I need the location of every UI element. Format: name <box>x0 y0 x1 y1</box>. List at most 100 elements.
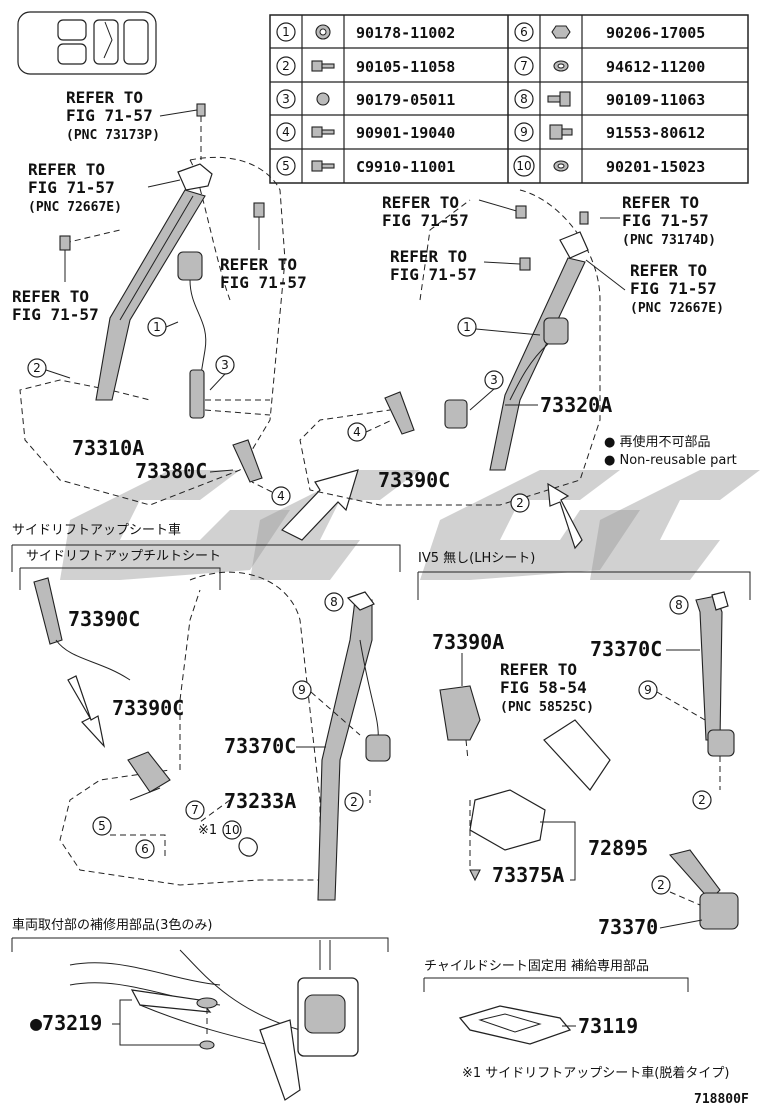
section-title-side-lift-tilt-seat: サイドリフトアップチルトシート <box>26 549 221 564</box>
svg-text:7: 7 <box>191 803 199 817</box>
svg-text:REFER TO: REFER TO <box>66 88 143 107</box>
svg-text:REFER TO: REFER TO <box>390 247 467 266</box>
svg-text:FIG 71-57: FIG 71-57 <box>390 265 477 284</box>
vehicle-seat-layout-icon <box>17 11 157 75</box>
table-index: 4 <box>282 125 290 139</box>
part-label-72895: 72895 <box>588 836 648 860</box>
callout-8: 8 <box>324 592 344 612</box>
callout-5: 5 <box>92 816 112 836</box>
svg-text:FIG 71-57: FIG 71-57 <box>28 178 115 197</box>
part-label-73380c: 73380C <box>135 459 207 483</box>
part-label-73375a: 73375A <box>492 863 564 887</box>
callout-2: 2 <box>344 792 364 812</box>
side-lift-seat-belt <box>33 571 391 901</box>
svg-text:FIG 58-54: FIG 58-54 <box>500 678 587 697</box>
table-index: 6 <box>520 25 528 39</box>
svg-text:FIG 71-57: FIG 71-57 <box>220 273 307 292</box>
svg-text:8: 8 <box>330 595 338 609</box>
svg-text:3: 3 <box>221 358 229 372</box>
part-number: 90201-15023 <box>606 158 705 176</box>
svg-text:2: 2 <box>657 878 665 892</box>
callout-2: 2 <box>692 790 712 810</box>
refer-label-fig-71-57: REFER TO FIG 71-57 <box>12 287 99 324</box>
svg-text:(PNC 73174D): (PNC 73174D) <box>622 233 716 248</box>
refer-label-fig-71-57: REFER TO FIG 71-57 <box>382 193 469 230</box>
watermark-logo <box>60 470 760 580</box>
svg-text:REFER TO: REFER TO <box>12 287 89 306</box>
svg-text:REFER TO: REFER TO <box>28 160 105 179</box>
section-title-repair-parts: 車両取付部の補修用部品(3色のみ) <box>12 917 212 933</box>
svg-text:9: 9 <box>298 683 306 697</box>
refer-label-fig-71-57: REFER TO FIG 71-57 <box>220 255 307 292</box>
lh-seat-belt <box>439 591 739 930</box>
callout-2: 2 <box>510 493 530 513</box>
svg-text:REFER TO: REFER TO <box>622 193 699 212</box>
front-seat-belt-assembly-right <box>299 189 626 506</box>
svg-text:2: 2 <box>516 496 524 510</box>
callout-1: 1 <box>147 317 179 337</box>
refer-label-fig-58-54: REFER TO FIG 58-54 (PNC 58525C) <box>500 660 594 715</box>
refer-label-fig-71-57: REFER TO FIG 71-57 <box>390 247 477 284</box>
table-index: 9 <box>520 125 528 139</box>
nut-icon <box>551 25 571 39</box>
svg-text:(PNC 73173P): (PNC 73173P) <box>66 128 160 143</box>
refer-label-fig-71-57: REFER TO FIG 71-57 (PNC 72667E) <box>28 160 122 215</box>
svg-text:(PNC 58525C): (PNC 58525C) <box>500 700 594 715</box>
part-label-73233a: 73233A <box>224 789 296 813</box>
nut-icon <box>315 24 331 40</box>
washer-icon <box>553 160 569 172</box>
part-number: 90178-11002 <box>356 24 455 42</box>
svg-text:2: 2 <box>350 795 358 809</box>
bolt-icon <box>311 126 335 138</box>
svg-text:2: 2 <box>698 793 706 807</box>
callout-9: 9 <box>292 680 361 736</box>
part-label-73370c: 73370C <box>590 637 662 661</box>
footnote: ※1 サイドリフトアップシート車(脱着タイプ) <box>462 1065 729 1081</box>
svg-text:● Non-reusable part: ● Non-reusable part <box>604 453 737 468</box>
svg-text:6: 6 <box>141 842 149 856</box>
callout-6: 6 <box>135 839 155 859</box>
callout-4: 4 <box>347 419 393 442</box>
part-number: 91553-80612 <box>606 124 705 142</box>
svg-text:1: 1 <box>153 320 161 334</box>
bolt-icon <box>549 124 573 140</box>
callout-4: 4 <box>251 481 291 506</box>
svg-text:FIG 71-57: FIG 71-57 <box>12 305 99 324</box>
svg-text:※1: ※1 <box>198 823 217 838</box>
refer-label-fig-71-57: REFER TO FIG 71-57 (PNC 72667E) <box>630 261 724 316</box>
table-index: 5 <box>282 159 290 173</box>
parts-table: 1 2 3 4 5 90178-11002 90105-11058 90179-… <box>269 14 749 184</box>
bolt-icon <box>547 91 571 107</box>
part-73380c <box>232 439 263 483</box>
legend-non-reusable: ● 再使用不可部品 ● Non-reusable part <box>604 434 737 468</box>
refer-label-fig-71-57: REFER TO FIG 71-57 (PNC 73173P) <box>66 88 160 143</box>
svg-text:REFER TO: REFER TO <box>220 255 297 274</box>
part-number: 90901-19040 <box>356 124 455 142</box>
part-label-73390c: 73390C <box>112 696 184 720</box>
callout-9: 9 <box>638 680 706 721</box>
part-label-73370: 73370 <box>598 915 658 939</box>
front-seat-belt-assembly-left <box>19 103 286 506</box>
callout-3: 3 <box>469 370 504 411</box>
svg-text:FIG 71-57: FIG 71-57 <box>382 211 469 230</box>
svg-text:2: 2 <box>33 361 41 375</box>
part-label-73390c: 73390C <box>68 607 140 631</box>
svg-text:FIG 71-57: FIG 71-57 <box>630 279 717 298</box>
part-label-73390a: 73390A <box>432 630 504 654</box>
part-number: C9910-11001 <box>356 158 455 176</box>
part-number: 94612-11200 <box>606 58 705 76</box>
svg-text:9: 9 <box>644 683 652 697</box>
svg-text:FIG 71-57: FIG 71-57 <box>622 211 709 230</box>
arrow-icon <box>281 469 359 541</box>
part-number: 90206-17005 <box>606 24 705 42</box>
section-title-iv5-none: IV5 無し(LHシート) <box>418 551 535 566</box>
svg-text:4: 4 <box>277 489 285 503</box>
table-index: 7 <box>520 59 528 73</box>
arrow-icon <box>67 675 106 748</box>
svg-text:1: 1 <box>463 320 471 334</box>
part-number: 90105-11058 <box>356 58 455 76</box>
refer-label-fig-71-57: REFER TO FIG 71-57 (PNC 73174D) <box>622 193 716 248</box>
part-number: 90109-11063 <box>606 91 705 109</box>
part-label-73219: ●73219 <box>30 1011 102 1035</box>
